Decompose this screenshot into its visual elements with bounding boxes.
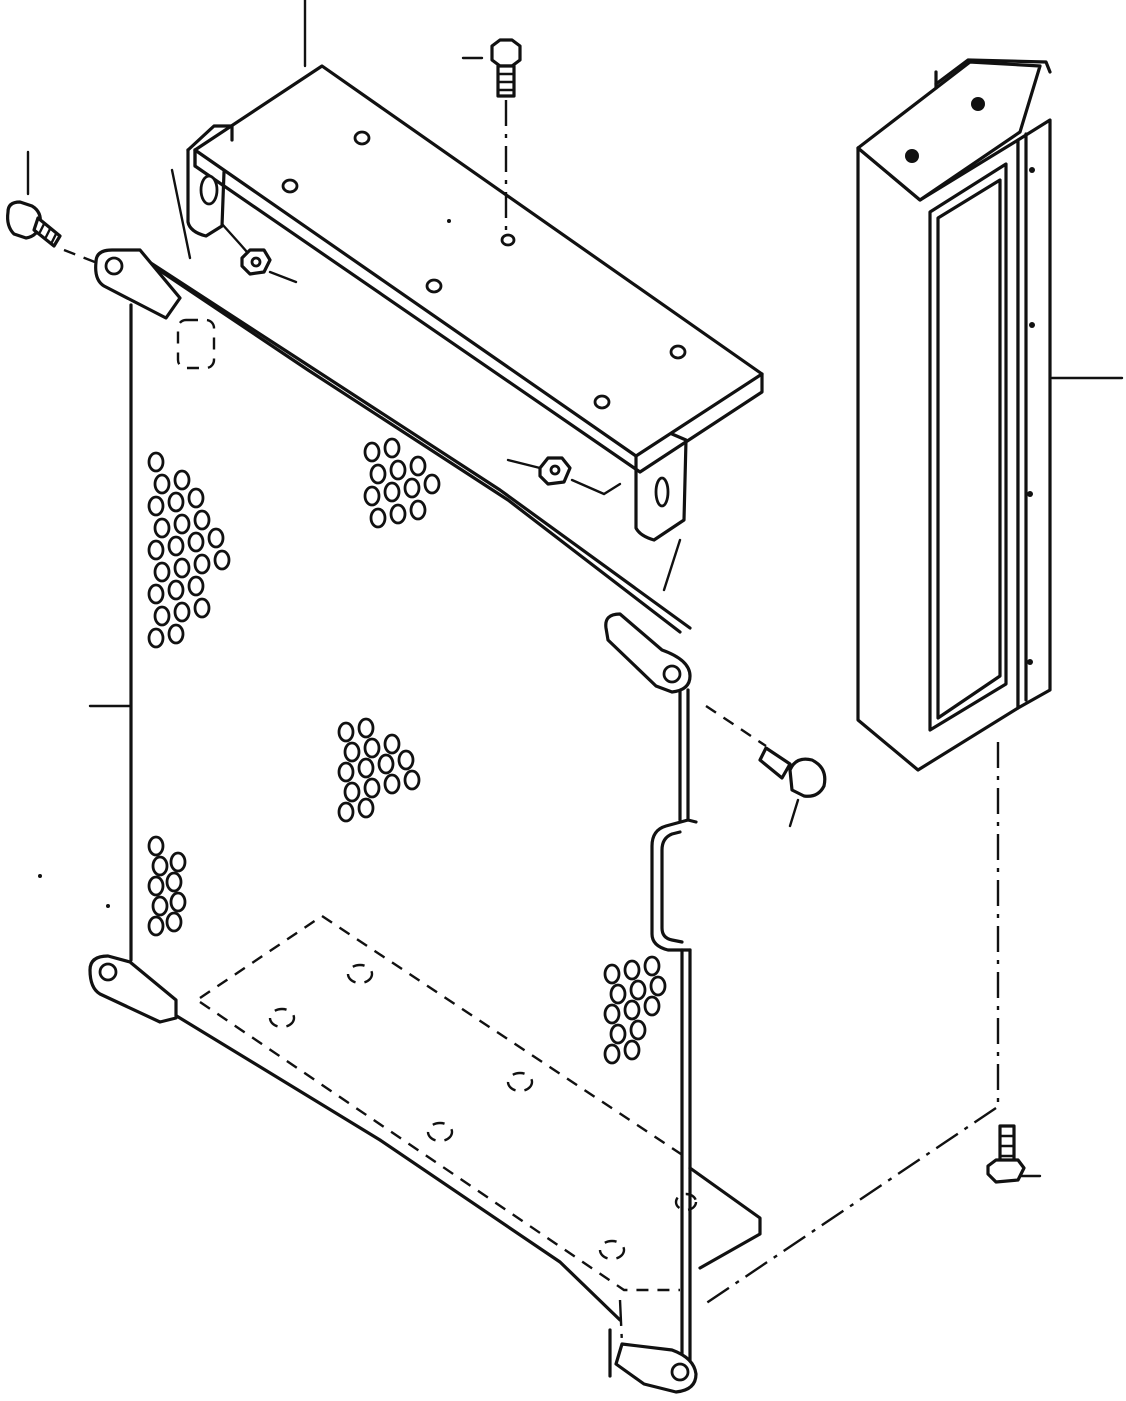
perforation-hole [169, 851, 187, 873]
perforation-hole [207, 527, 225, 549]
perforation-hole [173, 513, 191, 535]
bolt-left [6, 200, 101, 266]
perforation-hole [337, 721, 355, 743]
perforation-hole [173, 601, 191, 623]
perforation-hole [623, 999, 641, 1021]
shroud-panel [129, 254, 698, 1372]
perforation-hole [153, 473, 171, 495]
speck [38, 874, 42, 878]
perforation-hole [153, 561, 171, 583]
perforation-hole [423, 473, 441, 495]
perforation-hole [369, 463, 387, 485]
perforation-hole [363, 777, 381, 799]
perforation-hole [389, 503, 407, 525]
perforation-hole [383, 733, 401, 755]
perforation-hole [623, 959, 641, 981]
perforation-hole [173, 469, 191, 491]
bolt-bottom [986, 1124, 1026, 1184]
perforation-hole [187, 575, 205, 597]
perforation-hole [363, 441, 381, 463]
perforation-hole [383, 773, 401, 795]
perforation-hole [193, 553, 211, 575]
perforation-hole [363, 485, 381, 507]
perforation-hole [357, 757, 375, 779]
perforation-hole [147, 451, 165, 473]
perforation-hole [151, 855, 169, 877]
perforation-hole [643, 995, 661, 1017]
perforation-hole [147, 495, 165, 517]
perforation-hole [377, 753, 395, 775]
perforation-hole [167, 535, 185, 557]
fasteners [6, 38, 1026, 1184]
perforation-hole [151, 895, 169, 917]
perforation-hole [603, 1003, 621, 1025]
perforation-hole [383, 481, 401, 503]
perforation-hole [167, 491, 185, 513]
perforation-hole [609, 983, 627, 1005]
perforation-hole [357, 717, 375, 739]
perforation-hole [165, 871, 183, 893]
perforation-hole [629, 1019, 647, 1041]
perforation-hole [167, 579, 185, 601]
bolt-top [490, 38, 522, 236]
top-bracket [186, 64, 764, 542]
perforation-hole [147, 583, 165, 605]
perforation-hole [213, 549, 231, 571]
perforation-hole [173, 557, 191, 579]
perforation-hole [603, 963, 621, 985]
perforation-hole [369, 507, 387, 529]
perforation-hole [193, 509, 211, 531]
perforation-hole [153, 517, 171, 539]
perforation-hole [187, 531, 205, 553]
cooler-box [856, 58, 1052, 772]
perforation-hole [629, 979, 647, 1001]
perforation-hole [147, 875, 165, 897]
perforation-hole [337, 801, 355, 823]
perforation-hole [643, 955, 661, 977]
speck [106, 904, 110, 908]
mounting-lugs [88, 248, 698, 1394]
perforation-hole [337, 761, 355, 783]
perforation-hole [193, 597, 211, 619]
nut-right [538, 456, 572, 486]
perforations [147, 437, 667, 1065]
perforation-hole [649, 975, 667, 997]
perforation-hole [343, 781, 361, 803]
perforation-hole [147, 835, 165, 857]
perforation-hole [609, 1023, 627, 1045]
perforation-hole [343, 741, 361, 763]
bolt-right [705, 705, 827, 798]
perforation-hole [147, 539, 165, 561]
perforation-hole [363, 737, 381, 759]
perforation-hole [409, 499, 427, 521]
nut-upper [240, 248, 272, 276]
perforation-hole [165, 911, 183, 933]
perforation-hole [147, 627, 165, 649]
perforation-hole [169, 891, 187, 913]
leader-lines [26, 0, 1124, 1178]
perforation-hole [409, 455, 427, 477]
assembly-axes [618, 742, 1000, 1345]
perforation-hole [403, 769, 421, 791]
bottom-plate [176, 318, 762, 1292]
perforation-hole [623, 1039, 641, 1061]
perforation-hole [403, 477, 421, 499]
perforation-hole [147, 915, 165, 937]
perforation-hole [187, 487, 205, 509]
perforation-hole [397, 749, 415, 771]
perforation-hole [389, 459, 407, 481]
perforation-hole [383, 437, 401, 459]
perforation-hole [153, 605, 171, 627]
perforation-hole [357, 797, 375, 819]
perforation-hole [603, 1043, 621, 1065]
perforation-hole [167, 623, 185, 645]
